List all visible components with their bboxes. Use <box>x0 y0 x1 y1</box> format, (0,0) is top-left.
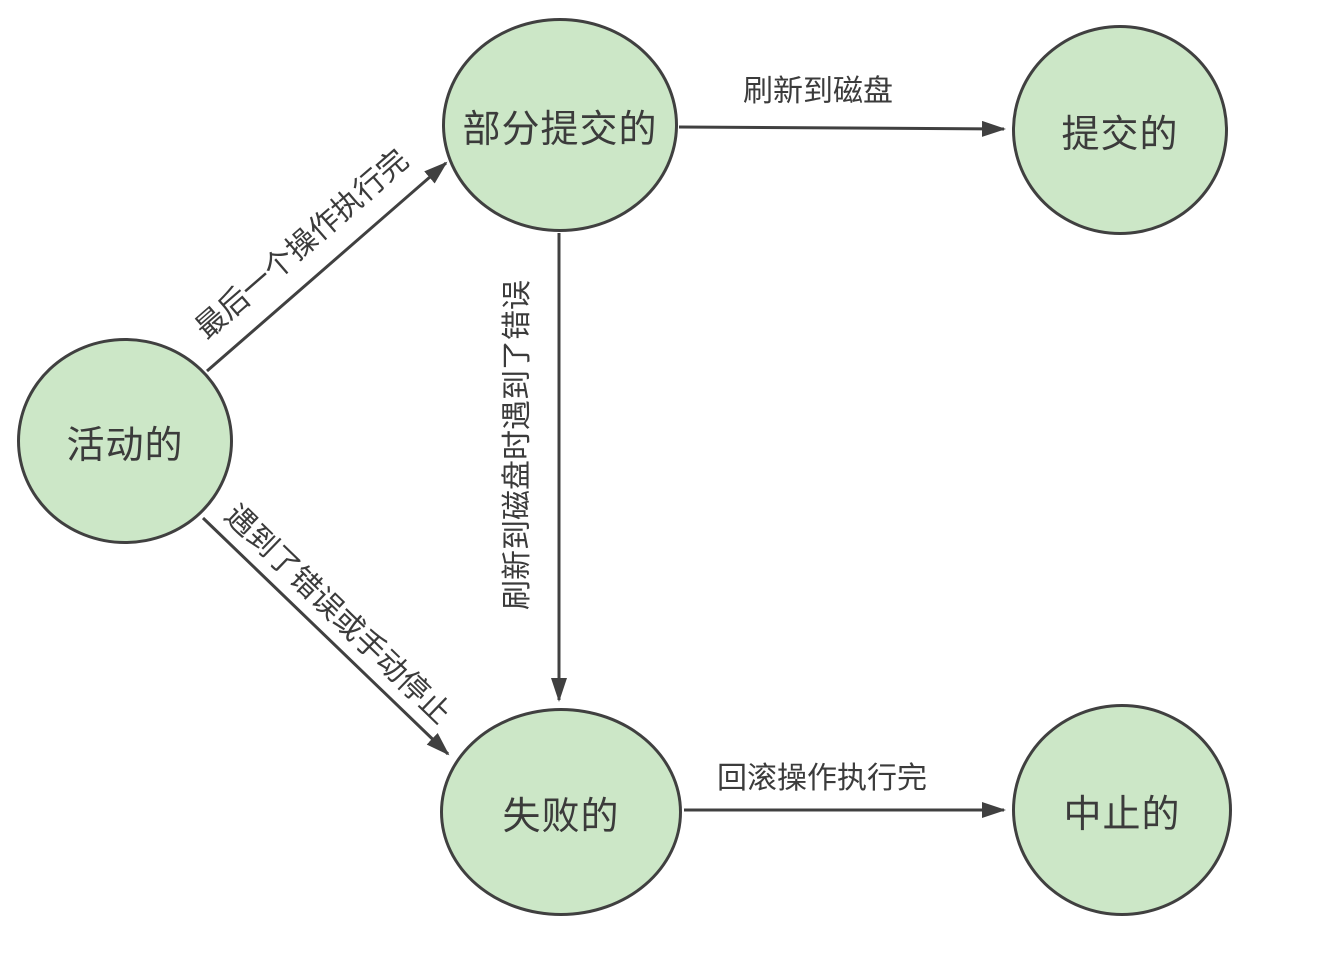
state-node-active: 活动的 <box>17 338 233 544</box>
edge-active-to-failed <box>201 516 450 756</box>
state-node-committed: 提交的 <box>1012 25 1228 235</box>
state-node-failed-label: 失败的 <box>502 793 620 838</box>
edge-label-rollback-done: 回滚操作执行完 <box>717 761 927 796</box>
state-node-failed: 失败的 <box>440 708 682 916</box>
state-node-committed-label: 提交的 <box>1061 111 1179 156</box>
state-node-partially-committed-label: 部分提交的 <box>462 106 658 151</box>
edge-label-flush-to-disk: 刷新到磁盘 <box>743 74 893 109</box>
state-node-active-label: 活动的 <box>66 422 184 467</box>
edge-partially-committed-to-committed <box>678 120 1006 137</box>
state-node-aborted-label: 中止的 <box>1063 791 1181 836</box>
edge-active-to-partially-committed <box>206 161 448 373</box>
state-node-aborted: 中止的 <box>1012 704 1232 916</box>
state-node-partially-committed: 部分提交的 <box>442 18 678 232</box>
edge-label-flush-error: 刷新到磁盘时遇到了错误 <box>500 280 535 610</box>
